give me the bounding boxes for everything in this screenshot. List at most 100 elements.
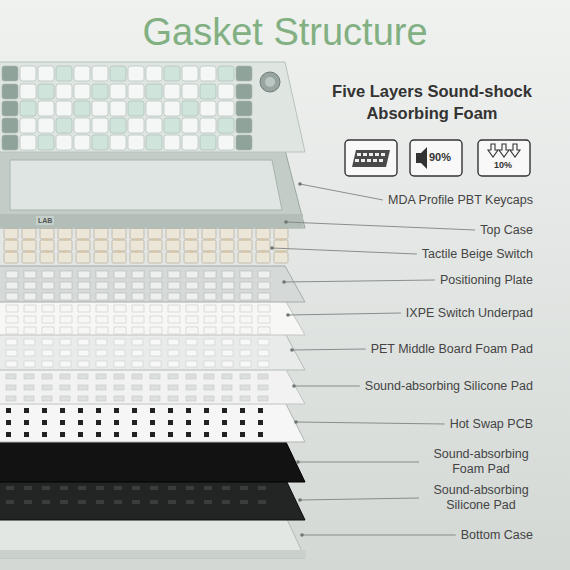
pad-hole xyxy=(168,396,178,401)
part-label: IXPE Switch Underpad xyxy=(406,305,533,321)
pad-hole xyxy=(24,486,32,490)
switch-body xyxy=(256,228,270,239)
plate-hole xyxy=(204,293,216,300)
switch-body xyxy=(148,240,162,251)
pad-hole xyxy=(6,385,16,390)
keycap xyxy=(74,118,90,133)
switch-stem xyxy=(225,250,229,253)
switch-body xyxy=(40,228,54,239)
keycap xyxy=(38,66,54,81)
pad-hole xyxy=(114,339,125,345)
keycap xyxy=(56,66,72,81)
pcb-socket xyxy=(24,420,29,425)
pcb-socket xyxy=(60,408,65,413)
pcb-socket xyxy=(186,408,191,413)
switch-stem xyxy=(99,238,103,241)
switch-body xyxy=(130,240,144,251)
pad-hole xyxy=(60,385,70,390)
pcb-socket xyxy=(78,432,83,437)
pad-hole xyxy=(6,396,16,401)
top-case-front xyxy=(0,214,303,228)
keycap xyxy=(128,101,144,116)
part-label: MDA Profile PBT Keycaps xyxy=(388,192,533,208)
keyboard-icon-key xyxy=(367,159,371,162)
pad-hole xyxy=(96,361,107,367)
plate-hole xyxy=(186,271,198,278)
underpad-cutout xyxy=(240,327,252,334)
keycap xyxy=(92,84,108,99)
leader-line xyxy=(288,313,401,315)
pad-hole xyxy=(168,361,179,367)
plate-hole xyxy=(42,271,54,278)
plate-hole xyxy=(60,282,72,289)
subtitle: Five Layers Sound-shock Absorbing Foam xyxy=(312,80,552,124)
pad-hole xyxy=(186,361,197,367)
leader-line xyxy=(272,248,417,254)
pad-hole xyxy=(240,486,248,490)
pcb-socket xyxy=(114,420,119,425)
part-label: Bottom Case xyxy=(461,527,533,543)
switch-stem xyxy=(225,238,229,241)
keycap xyxy=(92,101,108,116)
pad-hole xyxy=(96,350,107,356)
switch-body xyxy=(166,240,180,251)
pcb-socket xyxy=(60,420,65,425)
switch-body xyxy=(58,252,72,263)
pad-hole xyxy=(78,396,88,401)
switch-body xyxy=(112,228,126,239)
underpad-cutout xyxy=(6,316,18,323)
keyboard-icon-key xyxy=(369,153,373,156)
keycap xyxy=(200,84,216,99)
keycap xyxy=(218,84,234,99)
keyboard-icon-key xyxy=(357,153,361,156)
switch-body xyxy=(58,228,72,239)
plate-hole xyxy=(222,271,234,278)
underpad-cutout xyxy=(168,305,180,312)
pad-hole xyxy=(150,500,158,504)
keycap xyxy=(200,101,216,116)
plate-hole xyxy=(114,293,126,300)
underpad-cutout xyxy=(150,327,162,334)
keycap xyxy=(164,66,180,81)
pad-hole xyxy=(168,350,179,356)
pcb-socket xyxy=(186,432,191,437)
plate-hole xyxy=(150,293,162,300)
underpad-cutout xyxy=(240,316,252,323)
pad-hole xyxy=(60,396,70,401)
plate-hole xyxy=(132,282,144,289)
pad-hole xyxy=(258,385,268,390)
part-label: Positioning Plate xyxy=(440,272,533,288)
keycap xyxy=(56,101,72,116)
pad-hole xyxy=(114,385,124,390)
pad-hole xyxy=(6,361,17,367)
pcb-socket xyxy=(132,420,137,425)
switch-stem xyxy=(9,250,13,253)
icon-box xyxy=(345,140,397,176)
plate-hole xyxy=(42,282,54,289)
switch-stem xyxy=(81,250,85,253)
pad-hole xyxy=(6,500,14,504)
keycap xyxy=(200,66,216,81)
keyboard-icon-key xyxy=(375,153,379,156)
keycap xyxy=(164,118,180,133)
pad-hole xyxy=(42,361,53,367)
pad-hole xyxy=(204,374,214,379)
keycap xyxy=(2,118,18,133)
keycap xyxy=(164,101,180,116)
switch-body xyxy=(256,240,270,251)
underpad-cutout xyxy=(114,327,126,334)
pad-hole xyxy=(6,350,17,356)
underpad-cutout xyxy=(186,305,198,312)
plate-hole xyxy=(96,282,108,289)
icon-figure: 90% xyxy=(429,151,451,164)
keyboard-icon-key xyxy=(379,159,383,162)
underpad-cutout xyxy=(96,327,108,334)
pad-hole xyxy=(222,486,230,490)
switch-stem xyxy=(81,238,85,241)
underpad-cutout xyxy=(96,305,108,312)
plate-hole xyxy=(222,282,234,289)
leader-line xyxy=(286,222,475,230)
keycap xyxy=(182,101,198,116)
underpad-cutout xyxy=(240,305,252,312)
pad-hole xyxy=(42,374,52,379)
